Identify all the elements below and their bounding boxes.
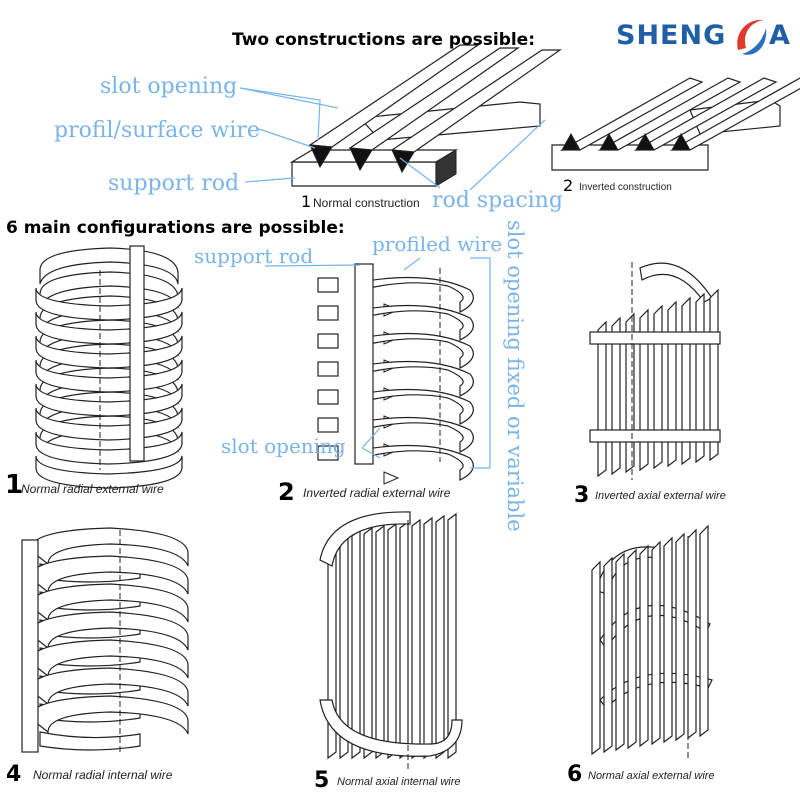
- construction-2-number: 2: [563, 176, 574, 195]
- callout-slot-fixed-variable: slot opening fixed or variable: [503, 220, 527, 532]
- callout-config-slot-opening: slot opening: [221, 434, 346, 458]
- config-4-number: 4: [6, 762, 22, 787]
- configurations-heading: 6 main configurations are possible:: [6, 218, 345, 238]
- config-2-caption: Inverted radial external wire: [303, 486, 451, 500]
- config-2-number: 2: [278, 478, 295, 506]
- constructions-heading: Two constructions are possible:: [232, 30, 536, 50]
- config-3-caption: Inverted axial external wire: [595, 490, 726, 502]
- callout-profiled-wire: profiled wire: [372, 232, 503, 256]
- config-3-drawing: [589, 262, 721, 480]
- config-3-number: 3: [574, 483, 590, 508]
- config-1-number: 1: [5, 470, 24, 500]
- config-callout-arrows: [264, 257, 491, 469]
- config-4-drawing: [21, 527, 189, 755]
- config-5-number: 5: [314, 768, 330, 793]
- callout-support-rod: support rod: [108, 171, 240, 196]
- callout-config-support-rod: support rod: [194, 244, 314, 268]
- construction-1-caption: Normal construction: [313, 196, 420, 210]
- construction-inverted-drawing: [551, 77, 800, 171]
- config-6-caption: Normal axial external wire: [588, 770, 715, 782]
- callout-slot-opening: slot opening: [100, 74, 238, 99]
- construction-2-caption: Inverted construction: [579, 182, 672, 193]
- construction-normal-drawing: [289, 44, 562, 187]
- config-2-drawing: [317, 263, 474, 485]
- config-1-drawing: [35, 245, 183, 489]
- construction-callout-arrows: [239, 87, 546, 191]
- config-6-number: 6: [567, 762, 583, 787]
- config-5-caption: Normal axial internal wire: [337, 776, 461, 788]
- callout-rod-spacing: rod spacing: [432, 188, 563, 213]
- callout-profile-wire: profil/surface wire: [54, 118, 260, 143]
- shengda-logo: SHENG A: [612, 14, 792, 60]
- config-5-drawing: [319, 511, 463, 770]
- logo-text-end: A: [769, 20, 790, 51]
- logo-text: SHENG: [616, 20, 727, 51]
- construction-1-number: 1: [301, 192, 312, 211]
- config-6-drawing: [591, 524, 713, 760]
- logo-swoosh-icon: [737, 19, 767, 55]
- config-1-caption: Normal radial external wire: [21, 482, 164, 496]
- config-4-caption: Normal radial internal wire: [33, 768, 173, 782]
